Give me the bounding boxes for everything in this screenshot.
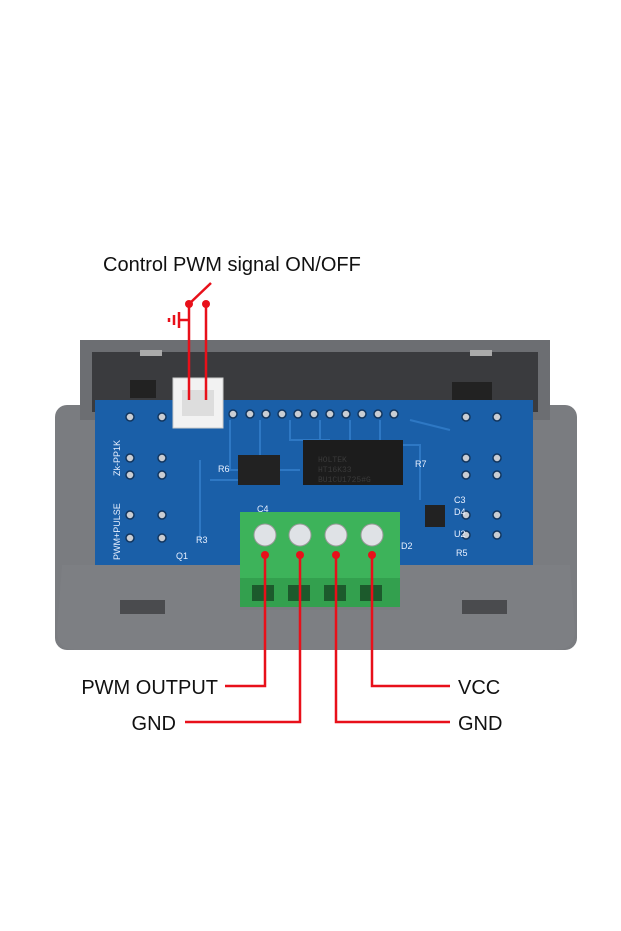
component-label: R7 xyxy=(415,459,427,469)
component-label: U2 xyxy=(454,529,466,539)
pin-label-vcc: VCC xyxy=(458,677,500,699)
pin-label-gnd-left: GND xyxy=(132,713,176,735)
component-label: Q1 xyxy=(176,551,188,561)
silkscreen-name: PWM+PULSE xyxy=(112,503,122,560)
chip-text-line: HOLTEK xyxy=(318,456,347,465)
component-label: C3 xyxy=(454,495,466,505)
jst-connector xyxy=(172,377,224,429)
component-label: D2 xyxy=(401,541,413,551)
diagram-title: Control PWM signal ON/OFF xyxy=(103,254,361,276)
component-label: R5 xyxy=(456,548,468,558)
ground-symbol-icon xyxy=(167,312,189,328)
main-chip xyxy=(303,440,403,485)
component-label: D4 xyxy=(454,507,466,517)
driver-chip xyxy=(238,455,280,485)
chip-text-line: HT16K33 xyxy=(318,466,352,475)
case-front xyxy=(57,565,575,650)
component-label: R3 xyxy=(196,535,208,545)
pin-label-pwm-output: PWM OUTPUT xyxy=(81,677,218,699)
switch-wiring xyxy=(167,282,212,400)
silkscreen-model: Zk-PP1K xyxy=(112,440,122,476)
component-label: C4 xyxy=(257,504,269,514)
component-label: R6 xyxy=(218,464,230,474)
switch-lever xyxy=(188,282,212,305)
pin-wiring xyxy=(185,555,450,724)
chip-text-line: BU1CU1725#G xyxy=(318,476,371,485)
pin-label-gnd-right: GND xyxy=(458,713,502,735)
